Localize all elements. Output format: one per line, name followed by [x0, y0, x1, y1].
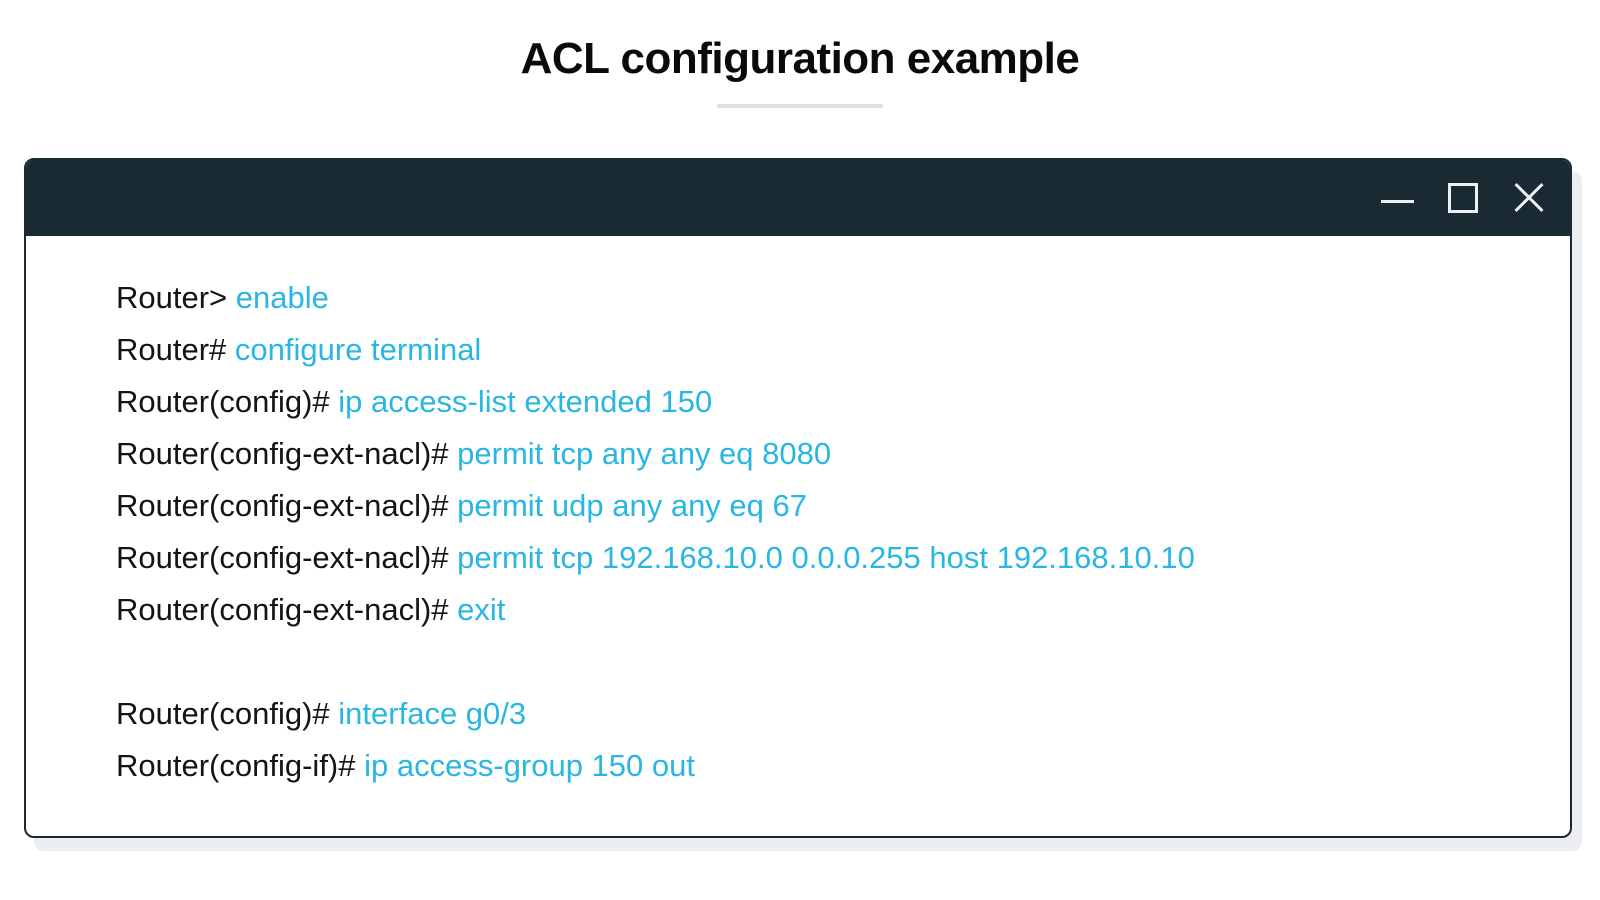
- page-title: ACL configuration example: [520, 34, 1080, 83]
- window-titlebar: [26, 160, 1570, 236]
- terminal-line: Router(config-if)# ip access-group 150 o…: [116, 740, 1530, 792]
- command-text: ip access-group 150 out: [364, 748, 695, 783]
- terminal-window: Router> enable Router# configure termina…: [24, 158, 1572, 838]
- prompt-text: Router(config-ext-nacl)#: [116, 592, 449, 627]
- terminal-line: Router(config)# interface g0/3: [116, 688, 1530, 740]
- command-text: exit: [457, 592, 506, 627]
- terminal-line: Router(config-ext-nacl)# permit tcp any …: [116, 428, 1530, 480]
- terminal-line: Router(config-ext-nacl)# permit udp any …: [116, 480, 1530, 532]
- command-text: configure terminal: [234, 332, 482, 367]
- command-text: interface g0/3: [338, 696, 527, 731]
- prompt-text: Router(config)#: [116, 384, 330, 419]
- prompt-text: Router(config-ext-nacl)#: [116, 436, 449, 471]
- prompt-text: Router(config-ext-nacl)#: [116, 488, 449, 523]
- close-icon: [1512, 181, 1546, 215]
- terminal-line: Router# configure terminal: [116, 324, 1530, 376]
- close-button[interactable]: [1512, 181, 1546, 215]
- minimize-icon: [1380, 199, 1414, 203]
- prompt-text: Router#: [116, 332, 227, 367]
- maximize-icon: [1448, 183, 1478, 213]
- maximize-button[interactable]: [1446, 181, 1480, 215]
- command-text: ip access-list extended 150: [338, 384, 713, 419]
- command-text: enable: [235, 280, 329, 315]
- terminal-line: Router(config)# ip access-list extended …: [116, 376, 1530, 428]
- terminal-body: Router> enable Router# configure termina…: [26, 236, 1570, 792]
- prompt-text: Router(config-ext-nacl)#: [116, 540, 449, 575]
- terminal-line: Router(config-ext-nacl)# exit: [116, 584, 1530, 636]
- command-text: permit tcp 192.168.10.0 0.0.0.255 host 1…: [457, 540, 1195, 575]
- title-divider: [717, 104, 883, 108]
- prompt-text: Router(config)#: [116, 696, 330, 731]
- terminal-line: Router(config-ext-nacl)# permit tcp 192.…: [116, 532, 1530, 584]
- command-text: permit tcp any any eq 8080: [457, 436, 832, 471]
- minimize-button[interactable]: [1380, 181, 1414, 215]
- command-text: permit udp any any eq 67: [457, 488, 807, 523]
- prompt-text: Router>: [116, 280, 228, 315]
- prompt-text: Router(config-if)#: [116, 748, 356, 783]
- terminal-line: Router> enable: [116, 272, 1530, 324]
